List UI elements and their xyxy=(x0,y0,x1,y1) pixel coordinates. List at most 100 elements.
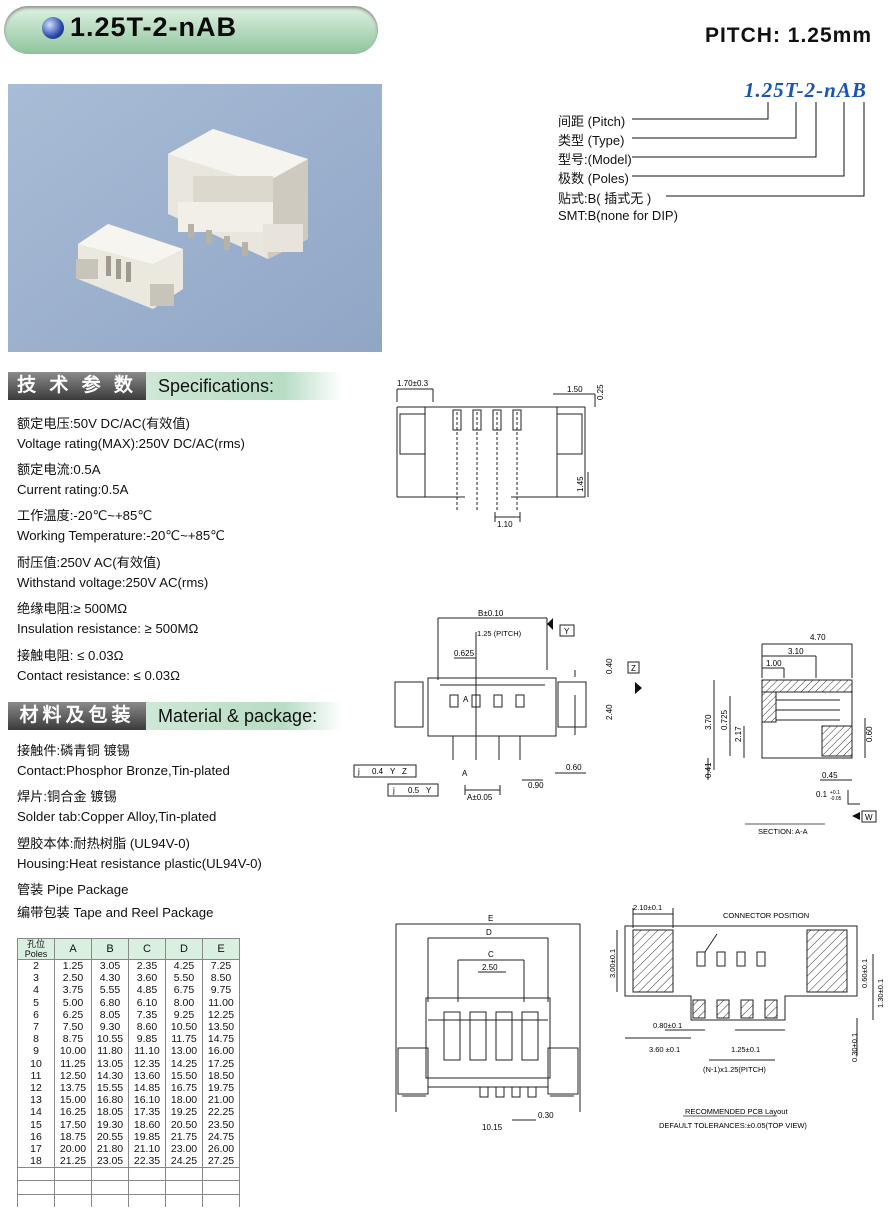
table-cell-empty xyxy=(91,1180,129,1195)
dim-label: 2.50 xyxy=(482,963,498,972)
table-cell: 2.50 xyxy=(54,972,92,985)
table-cell: 6.80 xyxy=(91,996,129,1009)
table-cell: 21.25 xyxy=(54,1155,92,1168)
table-cell-empty xyxy=(128,1180,166,1195)
table-cell: 11.80 xyxy=(91,1045,129,1058)
material-line: 编带包装 Tape and Reel Package xyxy=(17,905,214,920)
table-cell: 2 xyxy=(17,959,55,973)
table-cell: 11 xyxy=(17,1069,55,1082)
spec-line: 绝缘电阻:≥ 500MΩ xyxy=(17,601,128,616)
table-cell: 7 xyxy=(17,1020,55,1034)
table-header-a: A xyxy=(54,938,92,960)
table-cell: 14.25 xyxy=(165,1057,203,1070)
spec-line: Current rating:0.5A xyxy=(17,482,129,497)
table-cell: 16 xyxy=(17,1130,55,1143)
table-cell-empty xyxy=(54,1180,92,1195)
table-cell: 4 xyxy=(17,984,55,997)
table-cell: 13.60 xyxy=(128,1069,166,1082)
table-cell-empty xyxy=(165,1180,203,1195)
table-row-empty xyxy=(17,1180,240,1195)
pcb-caption: RECOMMENDED PCB Layout xyxy=(685,1107,788,1116)
table-cell: 15.50 xyxy=(165,1069,203,1082)
table-cell: 16.75 xyxy=(165,1081,203,1095)
spec-line: 耐压值:250V AC(有效值) xyxy=(17,555,161,570)
table-cell: 26.00 xyxy=(202,1142,240,1155)
table-cell: 27.25 xyxy=(202,1155,240,1168)
material-line: Solder tab:Copper Alloy,Tin-plated xyxy=(17,809,217,824)
table-cell: 2.35 xyxy=(128,959,166,973)
material-line: Housing:Heat resistance plastic(UL94V-0) xyxy=(17,856,262,871)
table-cell: 11.10 xyxy=(128,1045,166,1058)
dim-label: 3.00±0.1 xyxy=(608,949,617,978)
table-cell: 13.00 xyxy=(165,1045,203,1058)
table-cell: 16.10 xyxy=(128,1094,166,1107)
dim-label: 4.70 xyxy=(810,633,826,642)
datum-z: Z xyxy=(631,664,636,673)
dim-label: 0.1 xyxy=(816,790,828,799)
table-cell: 22.25 xyxy=(202,1106,240,1119)
table-cell-empty xyxy=(128,1167,166,1181)
dim-label: 0.40 xyxy=(605,658,614,674)
table-cell: 20.00 xyxy=(54,1142,92,1155)
table-cell: 20.50 xyxy=(165,1118,203,1131)
table-cell: 6.25 xyxy=(54,1008,92,1021)
top-view-drawing: 1.70±0.3 1.50 0.25 1.45 1.10 xyxy=(396,379,605,529)
table-cell: 10 xyxy=(17,1057,55,1070)
dim-label: 2.40 xyxy=(605,704,614,720)
table-cell: 21.75 xyxy=(165,1130,203,1143)
dim-label: 3.10 xyxy=(788,647,804,656)
specifications-title-cn: 技 术 参 数 xyxy=(8,372,146,400)
tol-datum: Z xyxy=(402,767,407,776)
table-cell: 17.35 xyxy=(128,1106,166,1119)
table-cell: 14 xyxy=(17,1106,55,1119)
dim-label: 3.70 xyxy=(704,714,713,730)
table-cell: 10.55 xyxy=(91,1033,129,1046)
dim-label: 0.80±0.1 xyxy=(653,1021,682,1030)
product-photo xyxy=(8,84,382,352)
table-cell-empty xyxy=(91,1193,129,1207)
table-cell: 13.05 xyxy=(91,1057,129,1070)
table-cell: 16.25 xyxy=(54,1106,92,1119)
dim-label: 0.60 xyxy=(865,726,874,742)
table-cell-empty xyxy=(202,1180,240,1195)
table-cell: 19.30 xyxy=(91,1118,129,1131)
table-cell: 4.25 xyxy=(165,959,203,973)
dim-label: 0.90 xyxy=(528,781,544,790)
table-cell: 12.35 xyxy=(128,1057,166,1070)
table-cell: 7.35 xyxy=(128,1008,166,1021)
table-cell: 23.00 xyxy=(165,1142,203,1155)
table-cell: 18.50 xyxy=(202,1069,240,1082)
table-row-empty xyxy=(17,1167,240,1181)
table-cell: 21.00 xyxy=(202,1094,240,1107)
table-cell: 9.25 xyxy=(165,1008,203,1021)
dim-label: A±0.05 xyxy=(467,793,493,802)
table-cell: 13.50 xyxy=(202,1020,240,1034)
table-cell: 13.75 xyxy=(54,1081,92,1095)
pitch-formula: (N-1)x1.25(PITCH) xyxy=(703,1065,766,1074)
table-cell: 3.05 xyxy=(91,959,129,973)
table-cell: 9 xyxy=(17,1045,55,1058)
table-cell: 5 xyxy=(17,996,55,1009)
table-row-empty xyxy=(17,1193,240,1207)
table-cell: 8.50 xyxy=(202,972,240,985)
table-cell: 18 xyxy=(17,1155,55,1168)
table-header-c: C xyxy=(128,938,166,960)
material-line: Contact:Phosphor Bronze,Tin-plated xyxy=(17,763,230,778)
table-cell: 11.00 xyxy=(202,996,240,1009)
table-cell: 3.75 xyxy=(54,984,92,997)
dim-label: 2.10±0.1 xyxy=(633,903,662,912)
model-label-poles: 极数 (Poles) xyxy=(558,171,629,186)
tol-value: 0.5 xyxy=(408,786,420,795)
material-line: 接触件:磷青铜 镀锡 xyxy=(17,743,130,758)
spec-line: Withstand voltage:250V AC(rms) xyxy=(17,575,209,590)
table-cell: 15.00 xyxy=(54,1094,92,1107)
